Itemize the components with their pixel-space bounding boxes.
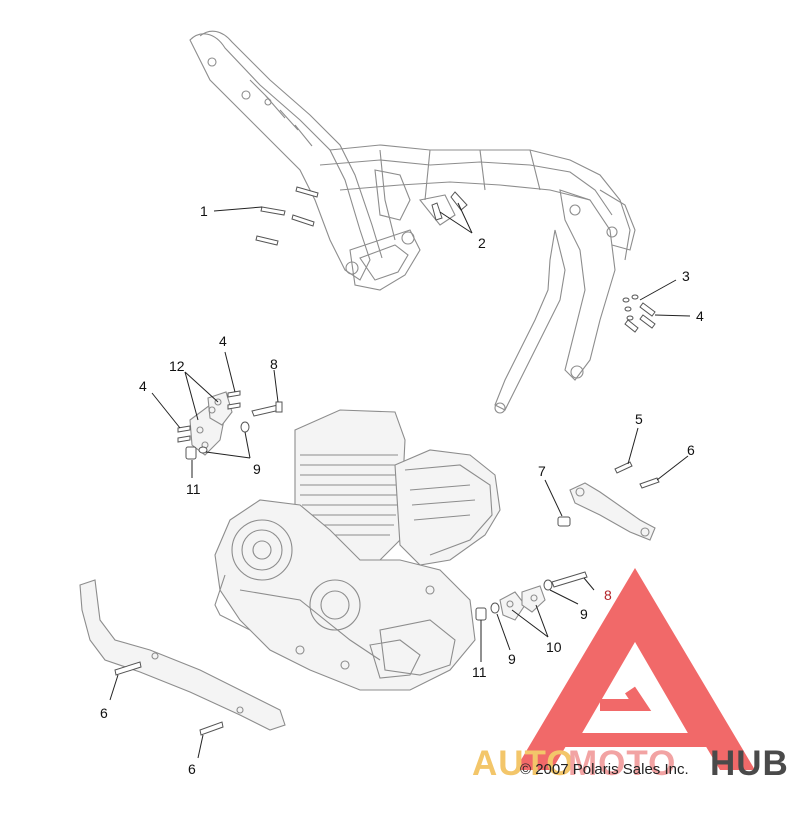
callout-labels: 1 2 3 4 4 4 12 8 9 11 5 6 7 8 9 9 10 11 … — [100, 203, 704, 777]
callout-10: 10 — [546, 639, 562, 655]
frame-fasteners — [255, 186, 656, 333]
left-bracket-parts — [177, 390, 283, 460]
logo-triangle-inner — [557, 614, 713, 747]
watermark-moto: MOTO — [568, 744, 676, 783]
frame-assembly — [189, 30, 636, 414]
callout-6-bottom: 6 — [188, 761, 196, 777]
watermark-hub: HUB — [710, 744, 789, 783]
callout-12: 12 — [169, 358, 185, 374]
callout-9-left: 9 — [253, 461, 261, 477]
engine-assembly — [214, 409, 501, 691]
callout-6-rail: 6 — [100, 705, 108, 721]
lower-rail-parts — [79, 579, 286, 736]
callout-3: 3 — [682, 268, 690, 284]
right-mount-parts — [557, 461, 660, 541]
leader-lines — [109, 202, 691, 759]
logo-hook — [600, 686, 652, 711]
callout-4-upper: 4 — [219, 333, 227, 349]
lower-right-bracket-parts — [475, 571, 588, 621]
callout-2: 2 — [478, 235, 486, 251]
callout-4-left: 4 — [139, 378, 147, 394]
callout-8-left: 8 — [270, 356, 278, 372]
copyright-notice: © 2007 Polaris Sales Inc. — [520, 761, 689, 778]
watermark-auto: AUTO — [472, 744, 575, 783]
callout-4-frame: 4 — [696, 308, 704, 324]
callout-7: 7 — [538, 463, 546, 479]
callout-8-right: 8 — [604, 587, 612, 603]
callout-9-right: 9 — [580, 606, 588, 622]
callout-9-lower: 9 — [508, 651, 516, 667]
watermark-text: AUTO MOTO HUB — [472, 744, 789, 783]
callout-1: 1 — [200, 203, 208, 219]
callout-5: 5 — [635, 411, 643, 427]
callout-6-right: 6 — [687, 442, 695, 458]
watermark-logo — [515, 568, 755, 770]
callout-11-left: 11 — [186, 481, 201, 497]
callout-11-right: 11 — [472, 664, 487, 680]
